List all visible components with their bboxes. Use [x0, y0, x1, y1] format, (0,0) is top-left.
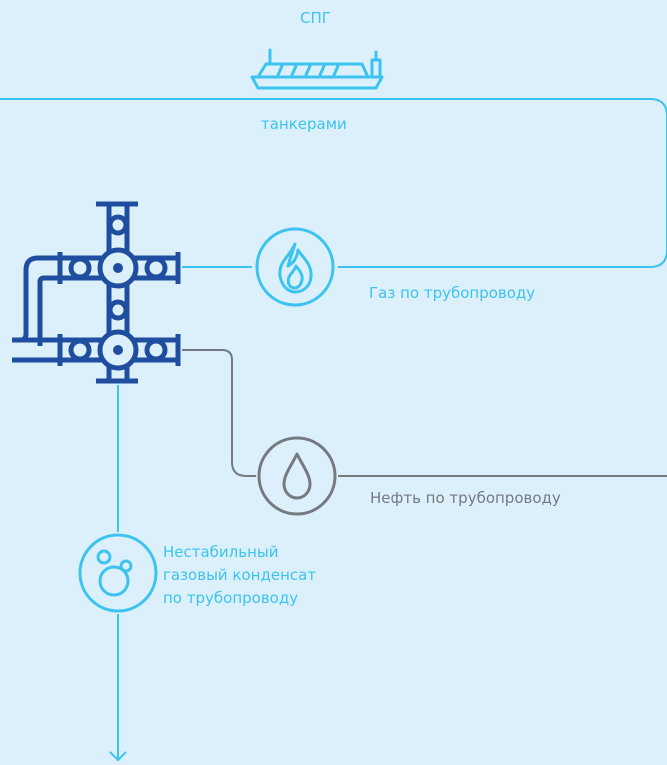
- condensate-label-line-3: по трубопроводу: [163, 589, 299, 607]
- oil-route-line: [182, 349, 667, 477]
- wellhead-icon: [12, 201, 181, 384]
- oil-drop-icon: [257, 436, 337, 516]
- bubbles-icon: [78, 533, 158, 613]
- condensate-label-line-1: Нестабильный: [163, 543, 279, 561]
- lng-title: СПГ: [300, 9, 331, 27]
- flame-icon: [255, 227, 335, 307]
- gas-route-line: [182, 116, 667, 268]
- gas-label: Газ по трубопроводу: [369, 284, 536, 302]
- oil-label: Нефть по трубопроводу: [370, 489, 561, 507]
- arrow-down-icon: [109, 751, 127, 762]
- tanker-icon: [250, 48, 384, 90]
- lng-transport-label: танкерами: [261, 115, 347, 133]
- condensate-label-line-2: газовый конденсат: [163, 566, 317, 584]
